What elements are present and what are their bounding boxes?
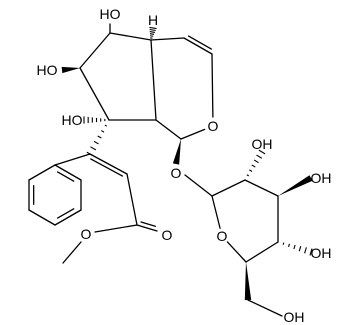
ester-oxygen-label: O [81,226,92,242]
phenyl-bond-27 [54,164,82,181]
hydroxyl-label-s4: OH [311,245,332,261]
ring-oxygen-label: O [208,118,219,134]
ring-double-bond-7 [183,37,213,55]
sugar-ring-bond-36 [211,179,246,197]
hydroxyl-label-s2: OH [252,136,273,152]
hydroxyl-label-c7: HO [37,62,58,78]
ring-bond-6 [150,37,185,41]
chain-bond-21 [126,173,138,226]
ring-bond-4 [79,67,110,121]
glycosidic-wedge-16 [172,139,181,165]
phenyl-attach-bond-26 [54,153,91,166]
ring-bond-1 [109,32,152,41]
ring-bond-9 [211,53,214,118]
carbonyl-oxygen-label: O [162,227,173,243]
hydrogen-hash-14 [149,26,157,39]
ring-bond-11 [155,119,182,140]
glycosidic-bond-17 [184,174,213,197]
sugar-ring-bond-41 [211,195,221,229]
sugar-ch2oh-bond-46 [247,299,283,317]
phenyl-bond-30 [54,209,82,226]
alkene-double-bond-19 [89,153,128,175]
methyl-bond-25 [62,241,82,264]
phenyl-bond-32 [28,209,56,226]
hydrogen-label-c5: H [148,12,158,28]
hydroxyl-hash-15 [83,116,106,124]
hydroxyl-label-s6: OH [284,309,305,325]
ring-bond-5 [79,32,111,69]
hydroxyl-label-s3: OH [311,170,332,186]
ester-bond-24 [94,224,138,233]
sugar-hydroxyl-hash-42 [246,149,266,177]
phenyl-bond-35 [28,164,56,181]
hydroxyl-label-c6: HO [100,6,121,22]
sugar-ring-bond-37 [244,179,279,197]
hydroxyl-wedge-13 [61,66,80,74]
sugar-ch2-wedge-45 [244,262,252,301]
phenyl-inner-bond-28 [56,171,75,182]
ring-bond-2 [150,39,157,121]
ring-double-bond-8 [187,35,213,50]
phenyl-inner-bond-31 [56,208,75,219]
carbonyl-double-bond-22 [136,224,158,232]
sugar-ring-bond-40 [226,241,247,263]
atom-labels-layer: HO HO HO H O O O OH OH OH OH O O [37,6,332,325]
sugar-ring-oxygen-label: O [217,228,228,244]
hydroxyl-label-c8: HO [62,112,83,128]
carbonyl-double-bond-23 [140,221,156,227]
sugar-hydroxyl-wedge-43 [278,175,313,196]
alkene-double-bond-20 [90,158,124,177]
glycosidic-oxygen-label: O [171,165,182,181]
bonds-layer [28,23,313,317]
sugar-hydroxyl-hash-44 [282,242,313,256]
ring-bond-10 [180,128,206,140]
sugar-ring-bond-39 [245,241,279,263]
side-chain-hash-18 [86,124,108,157]
